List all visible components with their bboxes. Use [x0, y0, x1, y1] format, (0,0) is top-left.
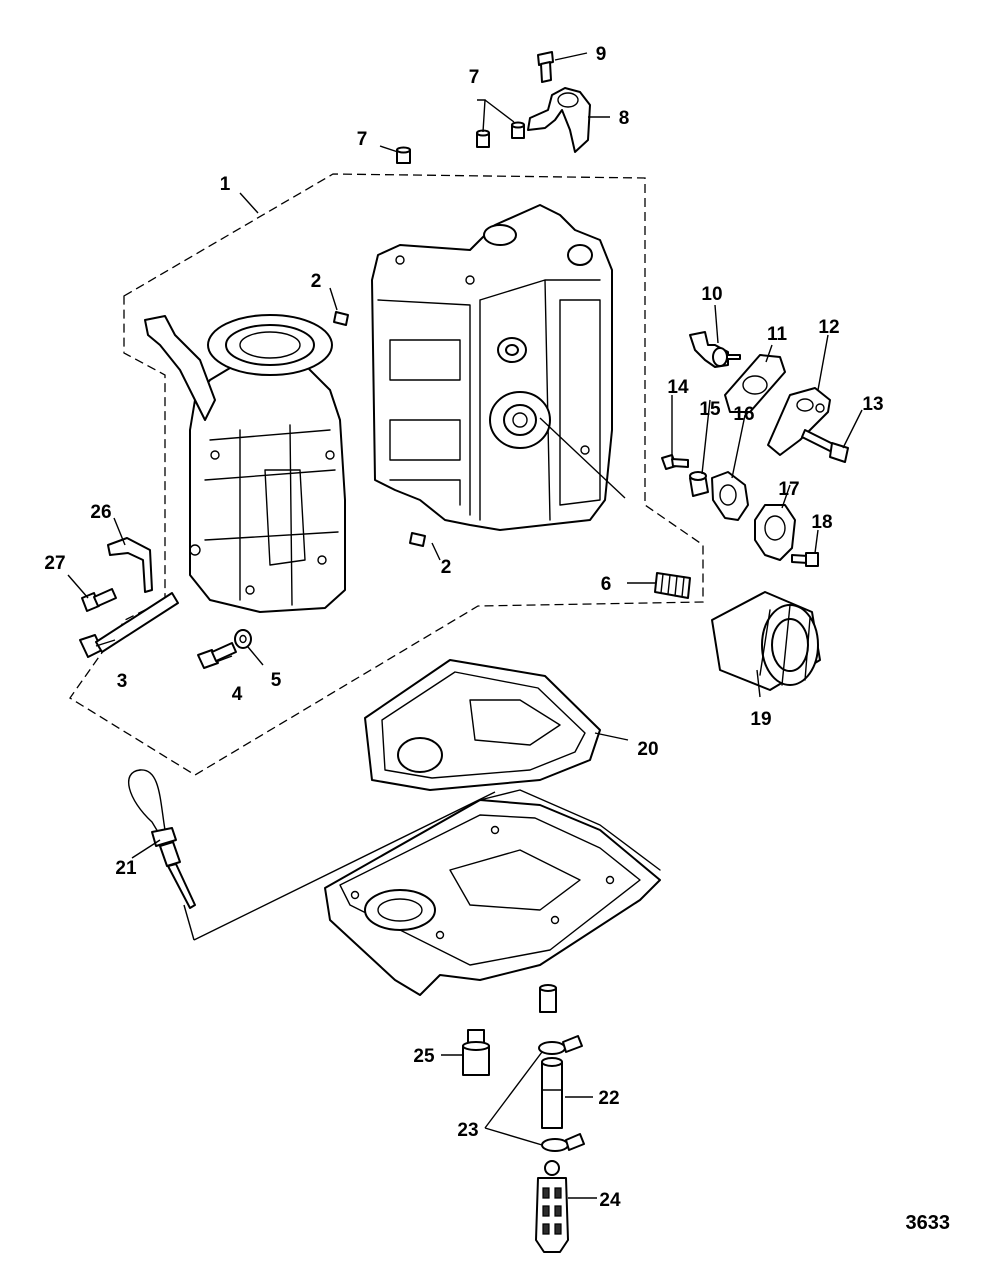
oil-fitting — [654, 572, 691, 599]
callout-16: 16 — [733, 404, 754, 425]
cover-17 — [754, 504, 796, 561]
diagram-reference-number: 3633 — [906, 1212, 951, 1234]
oil-strainer — [535, 1160, 569, 1253]
callout-12: 12 — [818, 317, 839, 338]
callout-21: 21 — [115, 858, 137, 879]
callout-10: 10 — [701, 284, 722, 305]
dowel-pin-7c — [511, 121, 525, 139]
bolt-9 — [537, 51, 554, 83]
block-gasket — [364, 659, 601, 791]
bolt-27 — [81, 588, 117, 612]
callout-24: 24 — [599, 1190, 621, 1211]
callout-25: 25 — [413, 1046, 435, 1067]
callout-27: 27 — [44, 553, 65, 574]
fitting-25 — [462, 1029, 490, 1076]
callout-8: 8 — [619, 108, 630, 129]
hose-clamp-lower — [541, 1133, 585, 1152]
cover-12 — [767, 387, 831, 456]
oil-pan-adapter — [324, 789, 661, 996]
callout-1: 1 — [220, 174, 231, 195]
washer — [234, 629, 252, 649]
callout-7-upper: 7 — [469, 67, 480, 88]
callout-3: 3 — [117, 671, 128, 692]
callout-17: 17 — [778, 479, 799, 500]
oil-pressure-sender — [689, 331, 741, 368]
hose-clamp-upper — [538, 1035, 583, 1055]
pickup-hose — [541, 1057, 563, 1129]
bolt-13 — [801, 429, 849, 463]
callout-15: 15 — [699, 399, 721, 420]
gasket-16 — [711, 471, 749, 521]
dowel-pin-lower — [409, 532, 426, 547]
callout-5: 5 — [271, 670, 282, 691]
callout-23: 23 — [457, 1120, 478, 1141]
callout-2-lower: 2 — [441, 557, 452, 578]
hose-bracket — [527, 87, 591, 153]
dowel-pin-7a — [396, 146, 411, 164]
callout-2-upper: 2 — [311, 271, 322, 292]
callout-14: 14 — [667, 377, 689, 398]
oil-filter — [711, 591, 821, 691]
crankcase-bolt-short — [197, 642, 237, 669]
pickup-fitting-top — [539, 984, 557, 1013]
bolt-14 — [661, 454, 689, 470]
bolt-18 — [791, 552, 819, 567]
callout-22: 22 — [598, 1088, 619, 1109]
callout-labels: 1 2 2 3 4 5 6 7 7 8 9 10 11 12 13 14 15 … — [44, 44, 883, 1211]
gasket-11 — [724, 354, 786, 413]
leader-lines — [67, 52, 863, 1199]
callout-20: 20 — [637, 739, 658, 760]
dipstick — [127, 769, 196, 909]
dowel-pin-7b — [476, 129, 490, 148]
bracket-26 — [107, 537, 153, 593]
callout-19: 19 — [750, 709, 771, 730]
callout-6: 6 — [601, 574, 612, 595]
crankcase-cover — [144, 314, 346, 613]
callout-4: 4 — [232, 684, 243, 705]
assembly-boundary — [69, 173, 704, 776]
callout-26: 26 — [90, 502, 111, 523]
callout-11: 11 — [767, 324, 788, 345]
callout-7-lower: 7 — [357, 129, 368, 150]
crankcase-bolt-long — [79, 592, 179, 658]
callout-13: 13 — [862, 394, 883, 415]
callout-18: 18 — [811, 512, 832, 533]
grommet-15 — [689, 471, 709, 497]
callout-9: 9 — [596, 44, 607, 65]
dowel-pin-upper — [333, 311, 349, 326]
cylinder-block — [371, 204, 613, 531]
